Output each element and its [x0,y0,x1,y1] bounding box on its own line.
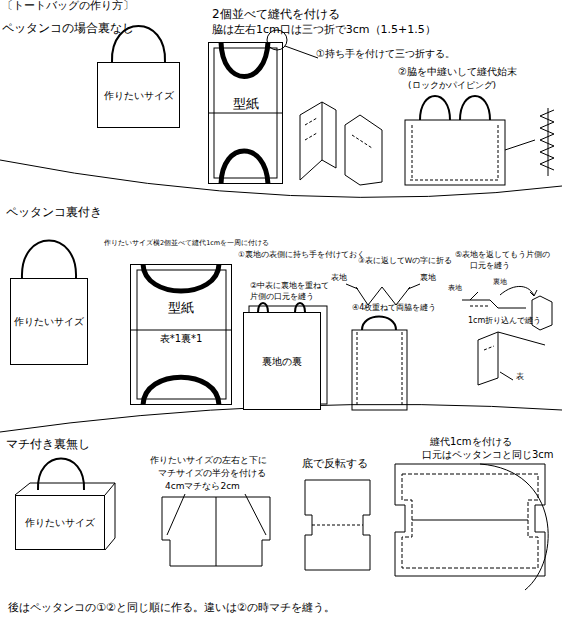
annotation-text: 表地 [448,284,462,292]
annotation-text: マチサイズの半分を付ける [158,468,266,478]
lining-panel: 裏地の裏 [243,312,321,410]
annotation-text: 表地 [331,273,347,282]
bag-outline: 作りたいサイズ [10,278,88,365]
annotation-text: ①裏地の表側に持ち手を付けておく [238,251,365,260]
annotation-text: 底で反転する [302,458,368,471]
node-label: 作りたいサイズ [98,90,179,101]
bag-outline: 作りたいサイズ [15,495,105,550]
annotation-text: 1cm折り込んで縫う [468,316,541,325]
annotation-text: 表 [516,372,524,381]
annotation-text: 脇は左右1cm口は三つ折で3cm（1.5+1.5） [212,24,436,37]
node-label: 型紙 [131,301,231,315]
annotation-text: ①持ち手を付けて三つ折する。 [316,48,455,60]
bag-outline: 作りたいサイズ [97,62,180,128]
annotation-text: 後はペッタンコの①②と同じ順に作る。違いは②の時マチを縫う。 [8,602,335,615]
annotation-text: ⑤表地を返してもう片側の [455,250,550,259]
annotation-text: 裏地 [420,273,436,282]
annotation-text: 作りたいサイズ横2個並べて縫代1cmを一周に付ける [104,240,269,247]
annotation-text: 縫代1cmを付ける [430,436,512,448]
pattern-sheet: 型紙 [208,42,283,184]
annotation-text: ③表に返してWの字に折る [358,257,452,266]
annotation-text: (ロックかパイピング) [408,80,496,90]
pattern-sheet: 型紙表*1裏*1 [130,264,232,405]
annotation-text: 片側の口元を縫う [250,292,314,301]
node-label: 作りたいサイズ [16,517,104,528]
annotation-text: ペッタンコ裏付き [6,206,102,220]
annotation-text: ②中表に裏地を重ねて [250,281,329,290]
annotation-text: 裏地 [493,278,507,286]
annotation-text: 口元を縫う [470,261,510,270]
annotation-text: 4cmマチなら2cm [165,481,240,491]
annotation-text: 作りたいサイズの左右と下に [150,455,267,465]
annotation-text: ペッタンコの場合裏なし [2,22,134,36]
node-label: 作りたいサイズ [11,316,87,327]
node-label: 型紙 [209,97,282,111]
node-label: 裏地の裏 [244,356,320,367]
annotation-text: ②脇を中縫いして縫代始末 [398,66,517,78]
annotation-text: 口元はペッタンコと同じ3cm [422,449,554,461]
node-label: 表*1裏*1 [131,333,231,344]
annotation-text: 2個並べて縫代を付ける [212,8,340,22]
page-title: 〔トートバッグの作り方〕 [2,0,134,13]
annotation-text: マチ付き裏無し [6,438,90,452]
annotation-text: ④4枚重ねて両脇を縫う [352,303,436,312]
